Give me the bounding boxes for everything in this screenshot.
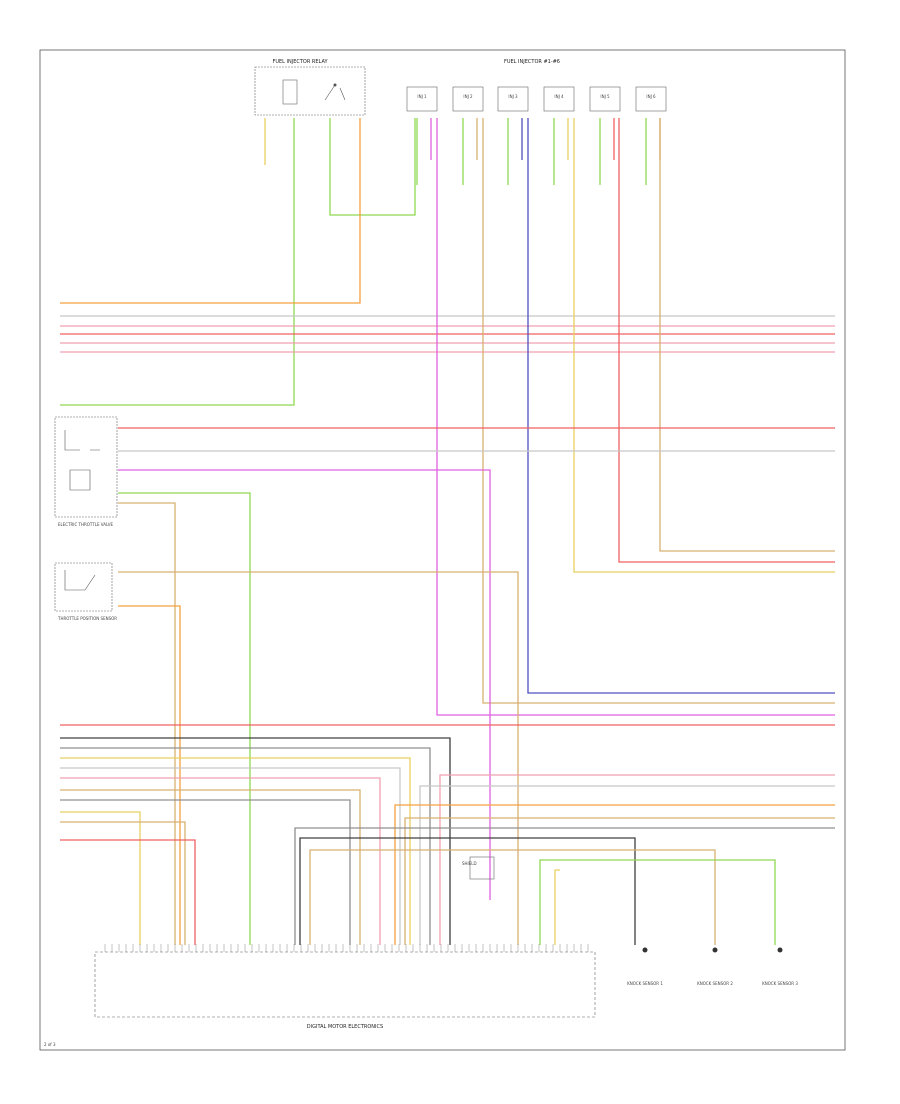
bus-line-13 xyxy=(60,799,351,945)
bus-line-11 xyxy=(60,777,381,945)
injector-group: INJ 1 INJ 2 INJ 3 INJ 4 INJ 5 INJ 6 xyxy=(406,86,667,112)
bus-line-10 xyxy=(60,767,401,945)
knock-sensor-3: KNOCK SENSOR 3 xyxy=(762,947,798,986)
relay-injector-feed xyxy=(329,118,416,216)
ecm-module: DIGITAL MOTOR ELECTRONICS xyxy=(94,951,596,1030)
shield-label: SHIELD xyxy=(462,861,477,866)
bus-line-16 xyxy=(60,839,196,945)
tps-line-2 xyxy=(118,605,181,945)
tps-label: THROTTLE POSITION SENSOR xyxy=(57,616,117,621)
knock3-wire-a xyxy=(539,859,776,945)
bus-line-14 xyxy=(60,811,141,945)
etv-label: ELECTRIC THROTTLE VALVE xyxy=(58,522,114,527)
inj6-signal-run xyxy=(659,118,835,552)
injector-4: INJ 4 xyxy=(543,86,575,112)
bus-line-12 xyxy=(60,789,361,945)
bus-line-9 xyxy=(60,757,411,945)
knock-sensor-label: KNOCK SENSOR 2 xyxy=(697,981,733,986)
right-bus-2 xyxy=(419,785,835,945)
inj4-signal-run xyxy=(573,118,835,573)
injector-5: INJ 5 xyxy=(589,86,621,112)
injector-label: INJ 3 xyxy=(508,94,518,99)
relay-wire-4 xyxy=(60,118,361,304)
etv-line-3 xyxy=(118,469,491,900)
bus-line-8 xyxy=(60,747,431,945)
knock-sensor-group: KNOCK SENSOR 1 KNOCK SENSOR 2 KNOCK SENSOR… xyxy=(627,947,798,986)
knock-sensor-1: KNOCK SENSOR 1 xyxy=(627,947,663,986)
injector-2: INJ 2 xyxy=(452,86,484,112)
diagram-frame xyxy=(39,49,846,1051)
inj3-signal-run xyxy=(527,118,835,694)
shield-bracket: SHIELD xyxy=(462,856,495,880)
knock-sensor-2: KNOCK SENSOR 2 xyxy=(697,947,733,986)
knock1-wire-a xyxy=(299,837,636,945)
inj1-signal-run xyxy=(436,118,835,716)
injector-1: INJ 1 xyxy=(406,86,438,112)
ecm-label: DIGITAL MOTOR ELECTRONICS xyxy=(307,1024,383,1030)
throttle-position-sensor: THROTTLE POSITION SENSOR xyxy=(54,562,117,621)
etv-line-4 xyxy=(118,492,251,945)
injector-3: INJ 3 xyxy=(497,86,529,112)
page-tag: 2 of 3 xyxy=(44,1042,56,1047)
relay-wire-2 xyxy=(60,118,295,406)
injector-label: INJ 1 xyxy=(417,94,427,99)
injector-label: INJ 5 xyxy=(600,94,610,99)
right-bus-3 xyxy=(394,804,835,945)
fuel-injector-relay xyxy=(254,66,366,116)
injector-label: INJ 6 xyxy=(646,94,656,99)
electric-throttle-valve: ELECTRIC THROTTLE VALVE xyxy=(54,416,118,527)
wire-harness xyxy=(60,118,835,952)
injector-label: INJ 2 xyxy=(463,94,473,99)
right-bus-5 xyxy=(294,827,835,945)
relay-label: FUEL INJECTOR RELAY xyxy=(272,59,328,65)
tps-line-1 xyxy=(118,571,519,945)
right-bus-4 xyxy=(404,817,835,945)
knock-sensor-label: KNOCK SENSOR 3 xyxy=(762,981,798,986)
injector-6: INJ 6 xyxy=(635,86,667,112)
knock-wire-b xyxy=(554,869,560,945)
injectors-label: FUEL INJECTOR #1-#6 xyxy=(504,59,560,65)
injector-label: INJ 4 xyxy=(554,94,564,99)
inj5-signal-run xyxy=(618,118,835,563)
knock-sensor-label: KNOCK SENSOR 1 xyxy=(627,981,663,986)
right-bus-1 xyxy=(439,774,835,945)
knock2-wire-a xyxy=(309,849,716,945)
bus-line-15 xyxy=(60,821,186,945)
inj2-signal-run xyxy=(482,118,835,704)
etv-line-5 xyxy=(118,502,176,945)
bus-line-7 xyxy=(60,737,451,945)
